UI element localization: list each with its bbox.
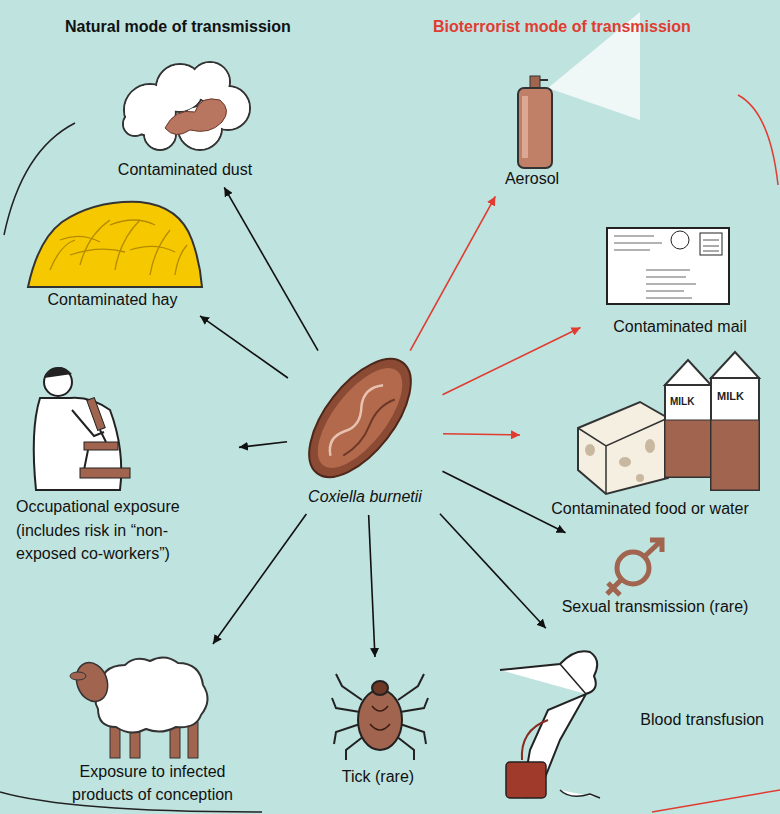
transmission-node: Sexual transmission (rare)	[540, 535, 770, 620]
transmission-arrow	[442, 327, 580, 394]
node-label: Contaminated mail	[613, 315, 746, 338]
section-heading: Natural mode of transmission	[65, 18, 291, 36]
node-label: Contaminated hay	[48, 288, 178, 311]
transmission-node: Contaminated hay	[15, 195, 210, 313]
sheep	[70, 657, 208, 758]
transmission-node: Blood transfusion	[492, 632, 768, 807]
transmission-arrow	[239, 442, 287, 448]
lab-worker	[34, 367, 130, 490]
section-heading: Bioterrorist mode of transmission	[433, 18, 691, 36]
aerosol-can	[518, 12, 640, 168]
bacterium	[290, 342, 430, 494]
node-label: Exposure to infected products of concept…	[58, 760, 248, 806]
organism-node: Coxiella burnetii	[292, 355, 438, 510]
transmission-node: Occupational exposure (includes risk in …	[12, 355, 234, 567]
transmission-arrow	[369, 515, 375, 657]
node-label: Aerosol	[505, 167, 559, 190]
carton-label: MILK	[717, 390, 744, 402]
cheese-and-milk	[578, 352, 759, 494]
transmission-arrow	[200, 316, 288, 378]
transmission-arrow	[440, 514, 546, 629]
hay-stack	[28, 202, 202, 287]
node-label: Sexual transmission (rare)	[562, 595, 749, 618]
transmission-arrow	[213, 514, 306, 644]
node-label: Coxiella burnetii	[308, 485, 422, 508]
node-label: Occupational exposure (includes risk in …	[16, 495, 224, 565]
transmission-node: Contaminated food or water	[525, 352, 775, 522]
bracket-curve	[738, 95, 778, 185]
envelope	[607, 228, 729, 304]
gender-symbol	[607, 540, 662, 595]
bracket-curve	[652, 790, 780, 812]
node-label: Contaminated food or water	[551, 497, 748, 520]
dust-cloud	[123, 62, 250, 150]
transmission-arrow	[224, 187, 318, 350]
transmission-arrow	[410, 196, 495, 350]
transmission-node: Tick (rare)	[328, 662, 428, 790]
node-label: Tick (rare)	[342, 765, 414, 788]
transmission-arrow	[442, 471, 565, 533]
transmission-node: Contaminated mail	[585, 218, 775, 340]
bracket-curve	[4, 123, 75, 235]
transmission-arrow	[443, 434, 520, 435]
carton-label: MILK	[670, 396, 694, 407]
transmission-node: Contaminated dust	[105, 55, 265, 183]
transmission-node: Exposure to infected products of concept…	[50, 648, 255, 808]
node-label: Blood transfusion	[640, 708, 764, 731]
blood-transfusion	[500, 651, 600, 798]
transmission-node: Aerosol	[492, 68, 572, 192]
tick	[332, 674, 428, 760]
node-label: Contaminated dust	[118, 158, 252, 181]
